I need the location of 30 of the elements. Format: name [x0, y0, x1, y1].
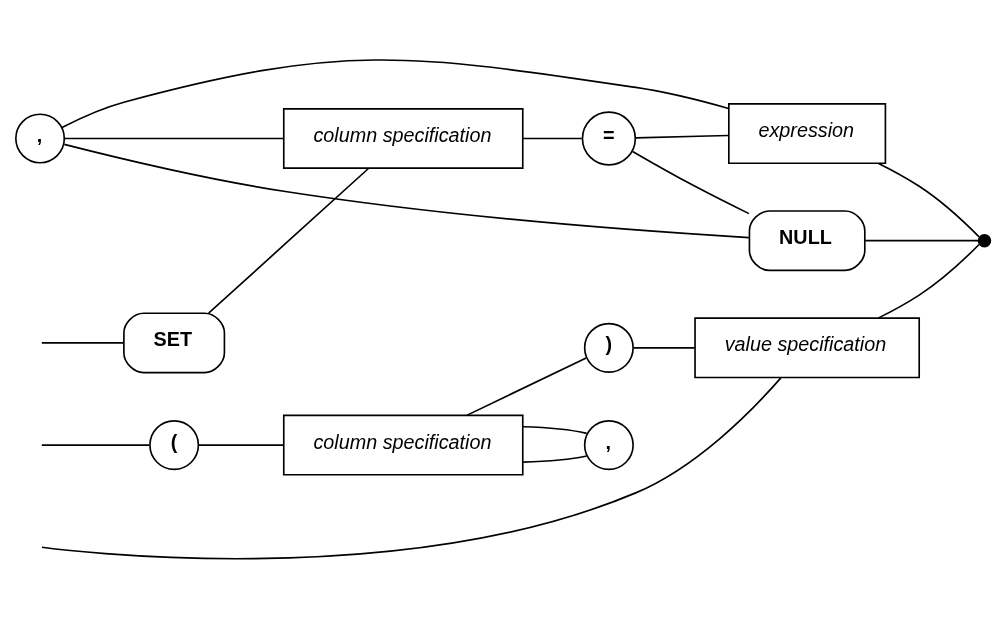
- connector: [40, 376, 782, 559]
- node-box: column specification: [282, 107, 524, 169]
- node-circle: ): [583, 322, 634, 373]
- connector: [197, 443, 284, 446]
- node-box: expression: [727, 102, 886, 164]
- node-box: NULL: [748, 209, 866, 271]
- node-circle: =: [581, 110, 636, 166]
- connector: [631, 150, 750, 214]
- node-box: column specification: [282, 414, 524, 476]
- connector: [877, 162, 980, 238]
- connector: [521, 425, 588, 434]
- connector: [60, 58, 729, 128]
- connector: [62, 143, 750, 238]
- node-box: SET: [122, 311, 225, 373]
- connector: [40, 341, 124, 344]
- connector: [521, 454, 588, 463]
- node-dot: [977, 233, 991, 247]
- connector: [207, 166, 370, 314]
- node-circle: (: [148, 419, 199, 470]
- connector: [521, 137, 583, 139]
- connector: [863, 239, 979, 241]
- connector: [632, 346, 695, 349]
- node-circle: ,: [583, 419, 634, 470]
- connector: [465, 356, 587, 416]
- node-circle: ,: [14, 112, 65, 164]
- node-box: value specification: [693, 316, 920, 378]
- connector: [63, 137, 284, 139]
- connector: [877, 243, 980, 319]
- connector: [634, 134, 729, 139]
- connector: [40, 443, 150, 446]
